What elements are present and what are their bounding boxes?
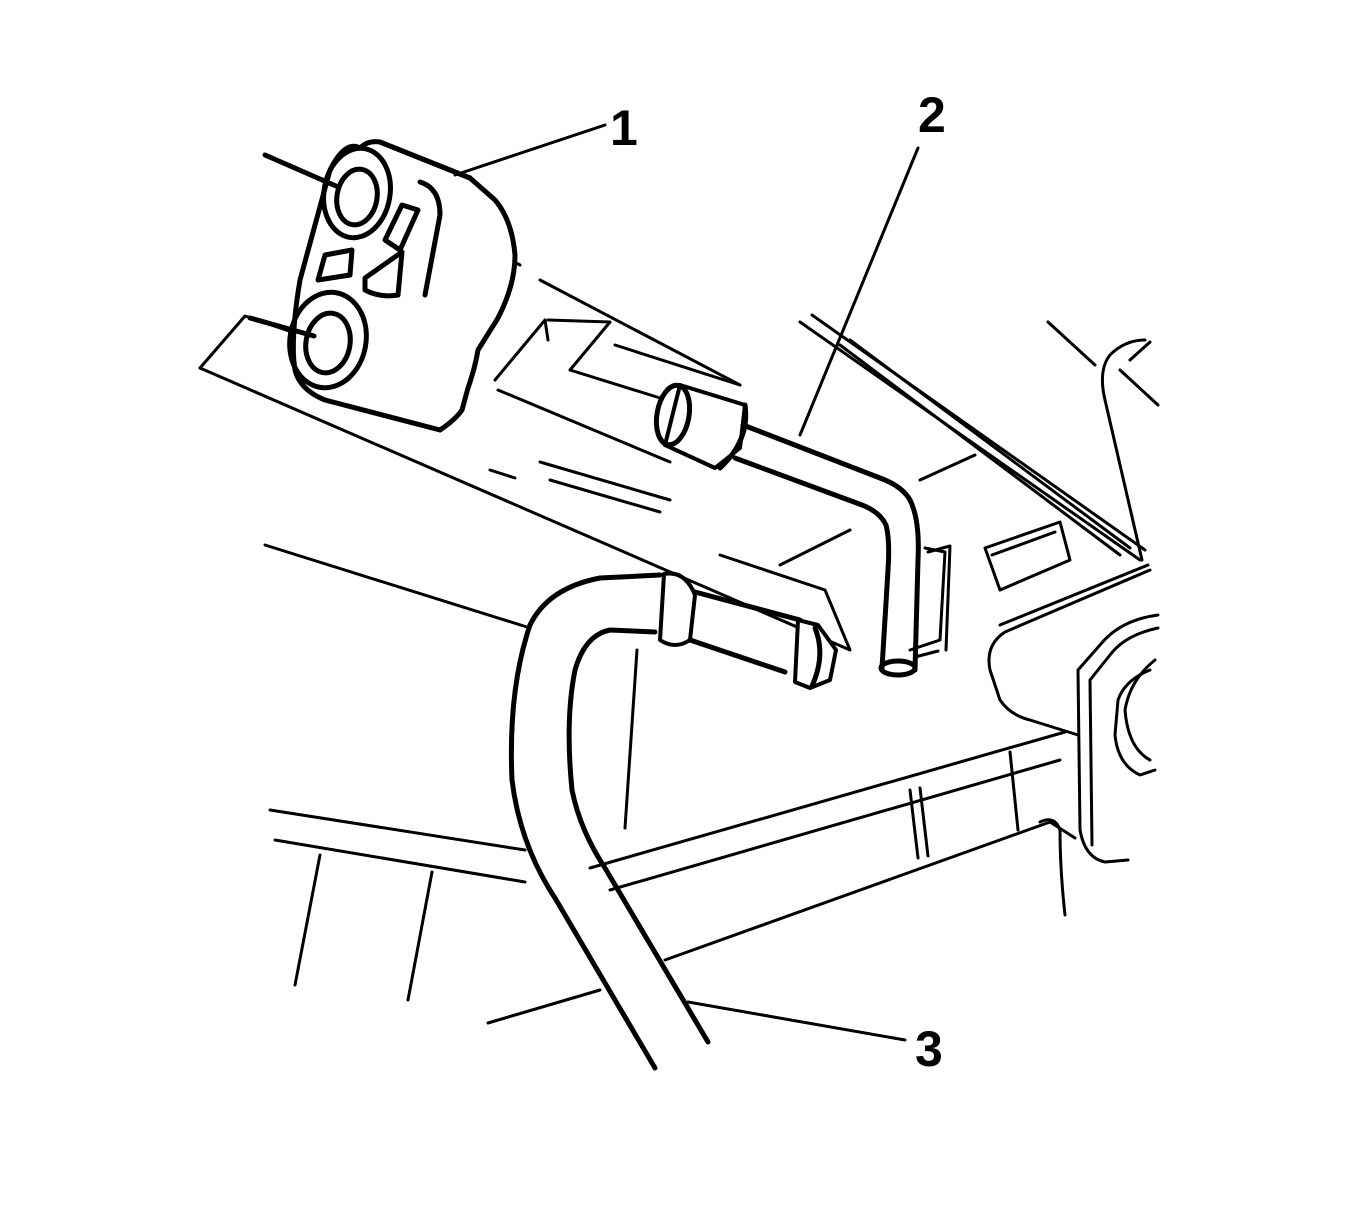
large-hose: [508, 571, 838, 1071]
floor-structure: [198, 223, 1160, 1025]
leader-lines: [453, 123, 920, 1042]
small-tube: [653, 382, 952, 678]
callout-1-label: 1: [610, 100, 638, 156]
callout-2-label: 2: [918, 87, 946, 143]
callout-labels: 1 2 3: [610, 87, 946, 1077]
callout-3-label: 3: [915, 1021, 943, 1077]
connector-block: [247, 139, 518, 433]
